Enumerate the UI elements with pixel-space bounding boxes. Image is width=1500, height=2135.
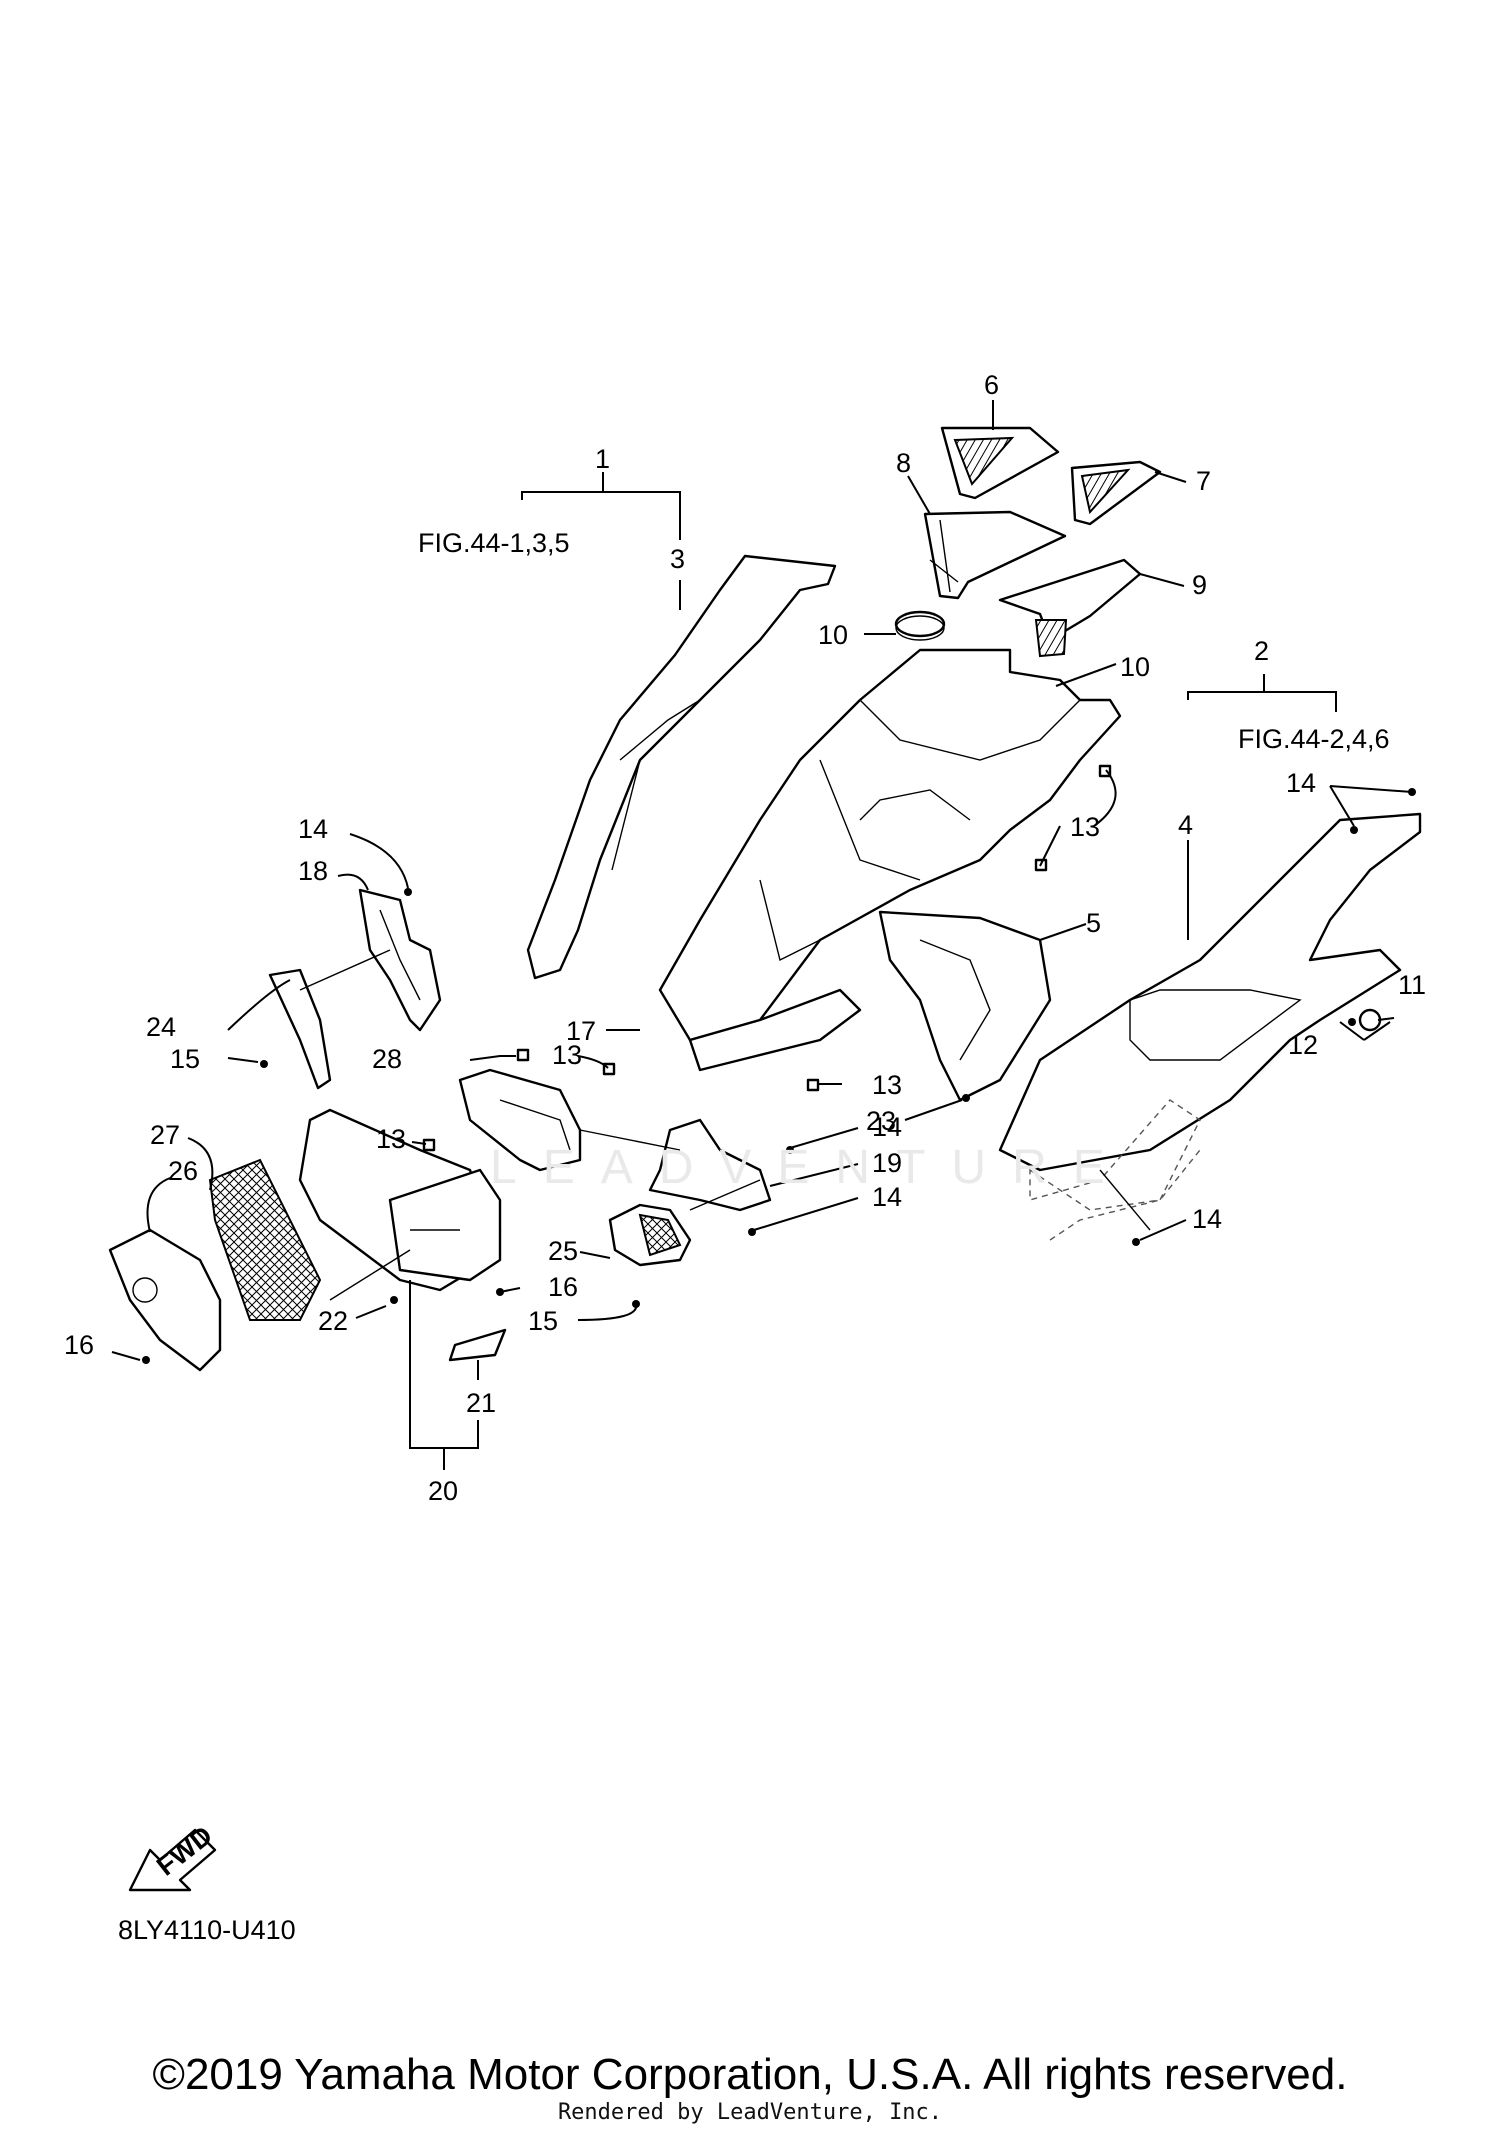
- callout-18: 18: [298, 856, 328, 886]
- watermark: LEADVENTURE: [490, 1141, 1131, 1194]
- callout-13-right: 13: [1070, 812, 1100, 842]
- callout-2: 2: [1254, 636, 1269, 666]
- part-19-bracket: [648, 1118, 772, 1212]
- callout-6: 6: [984, 370, 999, 400]
- copyright-notice: ©2019 Yamaha Motor Corporation, U.S.A. A…: [152, 2050, 1348, 2099]
- callout-15-lower: 15: [528, 1306, 558, 1336]
- callout-5: 5: [1086, 908, 1101, 938]
- part-11-nut: [1358, 1008, 1382, 1032]
- part-central-cowl: [658, 648, 1122, 1072]
- callout-23: 23: [866, 1106, 896, 1136]
- callout-12: 12: [1288, 1030, 1318, 1060]
- diagram-code: 8LY4110-U410: [118, 1915, 296, 1945]
- part-6-vent-cover: [940, 426, 1060, 500]
- callout-1: 1: [595, 444, 610, 474]
- fasteners: [142, 764, 1416, 1364]
- callout-13-left: 13: [376, 1124, 406, 1154]
- part-20-lower-cowl: [298, 1108, 502, 1292]
- part-7-vent-cover: [1070, 460, 1162, 526]
- callout-14-mid: 14: [872, 1112, 902, 1142]
- callout-28: 28: [372, 1044, 402, 1074]
- callout-9: 9: [1192, 570, 1207, 600]
- part-5-inner-panel: [878, 910, 1052, 1102]
- part-8-air-duct: [923, 510, 1067, 600]
- rendered-by-notice: Rendered by LeadVenture, Inc.: [557, 2100, 943, 2125]
- callout-10-right: 10: [1120, 652, 1150, 682]
- callout-22: 22: [318, 1306, 348, 1336]
- callout-4: 4: [1178, 810, 1193, 840]
- part-27-mesh-grille: [208, 1158, 322, 1321]
- part-21-plate: [448, 1328, 507, 1362]
- figref-right: FIG.44-2,4,6: [1238, 724, 1390, 754]
- part-26-side-cover: [108, 1228, 222, 1372]
- callout-13-mid: 13: [552, 1040, 582, 1070]
- callout-26: 26: [168, 1156, 198, 1186]
- callout-15-left: 15: [170, 1044, 200, 1074]
- callout-14-lower-right: 14: [1192, 1204, 1222, 1234]
- callout-3: 3: [670, 544, 685, 574]
- part-18-bracket: [358, 888, 442, 1032]
- callout-16-left: 16: [64, 1330, 94, 1360]
- part-9-air-duct: [998, 558, 1142, 658]
- figref-left: FIG.44-1,3,5: [418, 528, 570, 558]
- callout-labels: 1 FIG.44-1,3,5 3 6 8 7 9 10 10 2 FIG.44-…: [64, 370, 1426, 1506]
- callout-25: 25: [548, 1236, 578, 1266]
- callout-13-center: 13: [872, 1070, 902, 1100]
- fwd-arrow: FWD: [128, 1820, 218, 1892]
- callout-21: 21: [466, 1388, 496, 1418]
- callout-8: 8: [896, 448, 911, 478]
- part-4-right-cowl: [998, 812, 1422, 1241]
- callout-20: 20: [428, 1476, 458, 1506]
- callout-11: 11: [1398, 970, 1426, 1000]
- callout-24: 24: [146, 1012, 176, 1042]
- part-24-bracket: [268, 968, 332, 1090]
- part-3-left-cowl: [526, 554, 837, 980]
- part-28-lower-panel: [458, 1068, 582, 1172]
- callout-17: 17: [566, 1016, 596, 1046]
- callout-7: 7: [1196, 466, 1211, 496]
- callout-14-top-right: 14: [1286, 768, 1316, 798]
- callout-10-left: 10: [818, 620, 848, 650]
- callout-19: 19: [872, 1148, 902, 1178]
- callout-14-mid-lower: 14: [872, 1182, 902, 1212]
- callout-14-left: 14: [298, 814, 328, 844]
- callout-16-right: 16: [548, 1272, 578, 1302]
- leader-lines: [111, 400, 1413, 1470]
- part-25-mesh-emblem: [608, 1203, 692, 1267]
- callout-27: 27: [150, 1120, 180, 1150]
